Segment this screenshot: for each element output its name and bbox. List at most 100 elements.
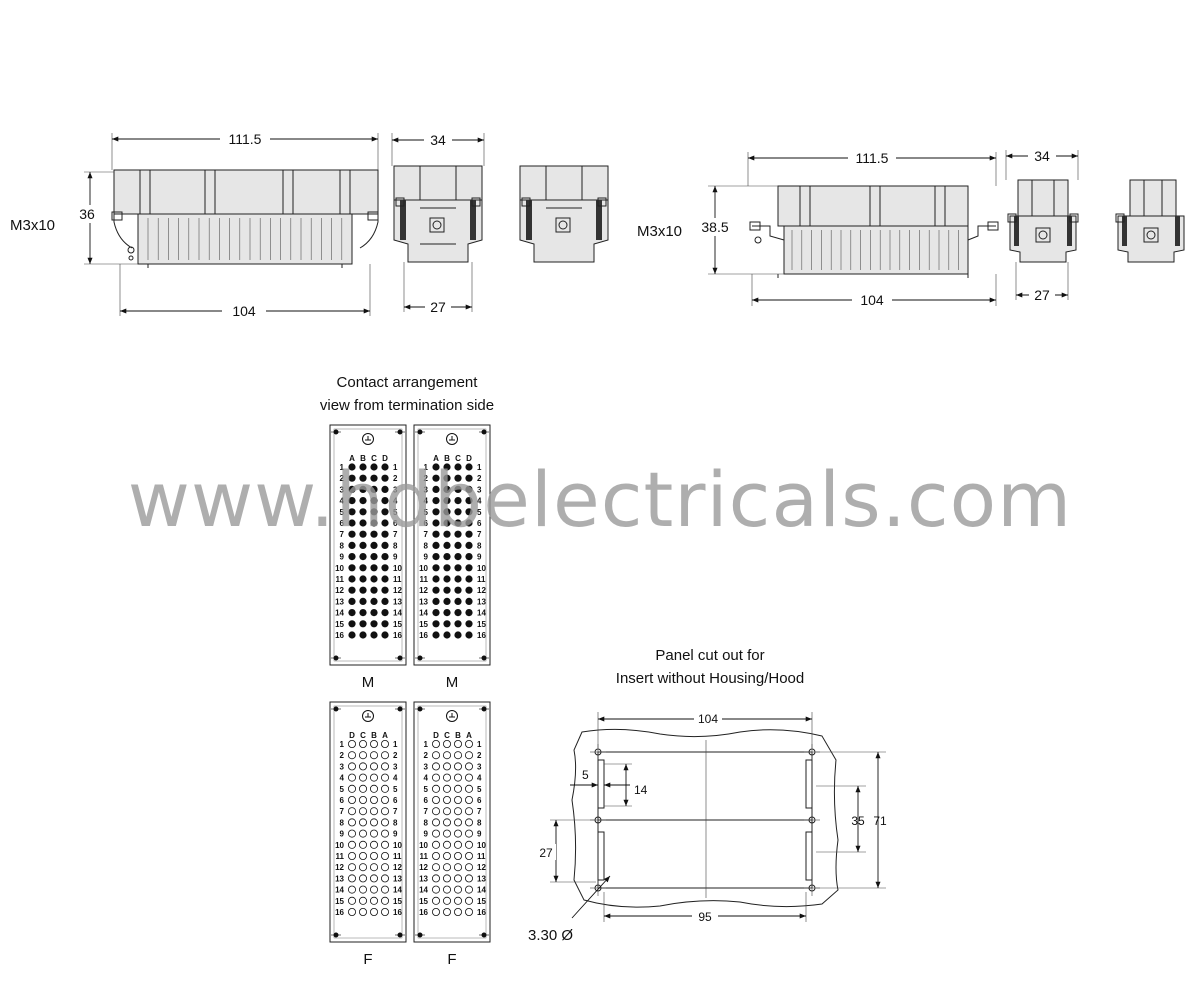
socket-contact bbox=[347, 762, 356, 771]
socket-contact bbox=[431, 807, 440, 816]
left-dimensions: 111.5 36 M3x10 104 bbox=[10, 130, 379, 320]
column-label: D bbox=[466, 454, 472, 463]
socket-contact bbox=[369, 896, 378, 905]
row-label: 12 bbox=[335, 863, 344, 872]
row-label: 16 bbox=[393, 908, 402, 917]
dim-base-depth: 27 bbox=[430, 299, 446, 315]
socket-contact bbox=[347, 874, 356, 883]
row-label: 5 bbox=[340, 785, 345, 794]
row-label: 3 bbox=[477, 485, 482, 494]
column-label: C bbox=[455, 454, 461, 463]
row-label: 2 bbox=[340, 751, 345, 760]
column-label: D bbox=[433, 731, 439, 740]
socket-contact bbox=[358, 908, 367, 917]
socket-contact bbox=[442, 773, 451, 782]
row-label: 15 bbox=[335, 620, 344, 629]
pin-contact bbox=[432, 564, 440, 572]
socket-contact bbox=[442, 751, 451, 760]
socket-contact bbox=[369, 773, 378, 782]
column-label: B bbox=[455, 731, 461, 740]
pin-contact bbox=[359, 530, 367, 538]
row-label: 15 bbox=[477, 897, 486, 906]
row-label: 8 bbox=[424, 541, 429, 550]
socket-contact bbox=[453, 784, 462, 793]
socket-contact bbox=[442, 885, 451, 894]
socket-contact bbox=[347, 863, 356, 872]
socket-contact bbox=[431, 796, 440, 805]
pin-contact bbox=[454, 597, 462, 606]
pin-contact bbox=[443, 474, 451, 482]
socket-contact bbox=[431, 784, 440, 793]
row-label: 9 bbox=[340, 553, 345, 562]
socket-contact bbox=[380, 908, 389, 917]
row-label: 4 bbox=[340, 497, 345, 506]
pin-contact bbox=[465, 541, 473, 550]
socket-contact bbox=[431, 874, 440, 883]
socket-contact bbox=[358, 885, 367, 894]
pin-contact bbox=[454, 541, 462, 550]
pin-contact bbox=[465, 497, 473, 505]
row-label: 8 bbox=[477, 818, 482, 827]
pin-contact bbox=[359, 508, 367, 516]
socket-contact bbox=[380, 751, 389, 760]
row-label: 8 bbox=[424, 818, 429, 827]
pin-contact bbox=[432, 519, 440, 527]
column-label: C bbox=[360, 731, 366, 740]
socket-contact bbox=[453, 818, 462, 827]
pin-contact bbox=[443, 553, 451, 561]
dim-depth: 34 bbox=[430, 132, 446, 148]
socket-contact bbox=[431, 885, 440, 894]
pin-contact bbox=[370, 620, 378, 628]
row-label: 1 bbox=[340, 463, 345, 472]
row-label: 7 bbox=[424, 807, 429, 816]
row-label: 14 bbox=[335, 609, 344, 618]
socket-contact bbox=[380, 796, 389, 805]
row-label: 9 bbox=[393, 553, 398, 562]
socket-contact bbox=[380, 807, 389, 816]
socket-contact bbox=[369, 852, 378, 861]
row-label: 13 bbox=[419, 874, 428, 883]
pin-contact bbox=[348, 609, 356, 617]
row-label: 14 bbox=[419, 609, 428, 618]
row-label: 3 bbox=[424, 762, 429, 771]
panel-width-outer: 104 bbox=[698, 712, 718, 726]
pin-contact bbox=[454, 508, 462, 516]
row-label: 10 bbox=[419, 564, 428, 573]
insert-outline bbox=[413, 701, 491, 943]
ground-icon bbox=[362, 433, 374, 445]
row-label: 14 bbox=[477, 886, 486, 895]
row-label: 10 bbox=[477, 564, 486, 573]
row-label: 1 bbox=[393, 463, 398, 472]
pin-contact bbox=[465, 463, 473, 471]
pin-contact bbox=[370, 564, 378, 572]
pin-contact bbox=[359, 541, 367, 550]
row-label: 6 bbox=[477, 796, 482, 805]
socket-contact bbox=[358, 751, 367, 760]
mount-hole-bl bbox=[590, 880, 606, 896]
row-label: 8 bbox=[393, 541, 398, 550]
row-label: 7 bbox=[393, 807, 398, 816]
socket-contact bbox=[347, 751, 356, 760]
pin-contact bbox=[432, 541, 440, 550]
pin-contact bbox=[359, 497, 367, 505]
left-end-dimensions: 34 27 bbox=[391, 131, 485, 316]
screw-label-r: M3x10 bbox=[637, 223, 682, 240]
insert-inner bbox=[417, 705, 487, 939]
socket-contact bbox=[431, 863, 440, 872]
socket-contact bbox=[358, 818, 367, 827]
insert-outline bbox=[329, 701, 407, 943]
row-label: 9 bbox=[340, 830, 345, 839]
socket-contact bbox=[464, 807, 473, 816]
panel-height-inner: 35 bbox=[851, 814, 865, 828]
row-label: 2 bbox=[424, 474, 429, 483]
row-label: 7 bbox=[393, 530, 398, 539]
socket-contact bbox=[442, 807, 451, 816]
socket-contact bbox=[347, 885, 356, 894]
column-label: A bbox=[349, 454, 355, 463]
row-label: 5 bbox=[477, 785, 482, 794]
right-dimensions: 111.5 38.5 M3x10 104 bbox=[637, 149, 997, 309]
socket-contact bbox=[431, 751, 440, 760]
socket-contact bbox=[464, 874, 473, 883]
